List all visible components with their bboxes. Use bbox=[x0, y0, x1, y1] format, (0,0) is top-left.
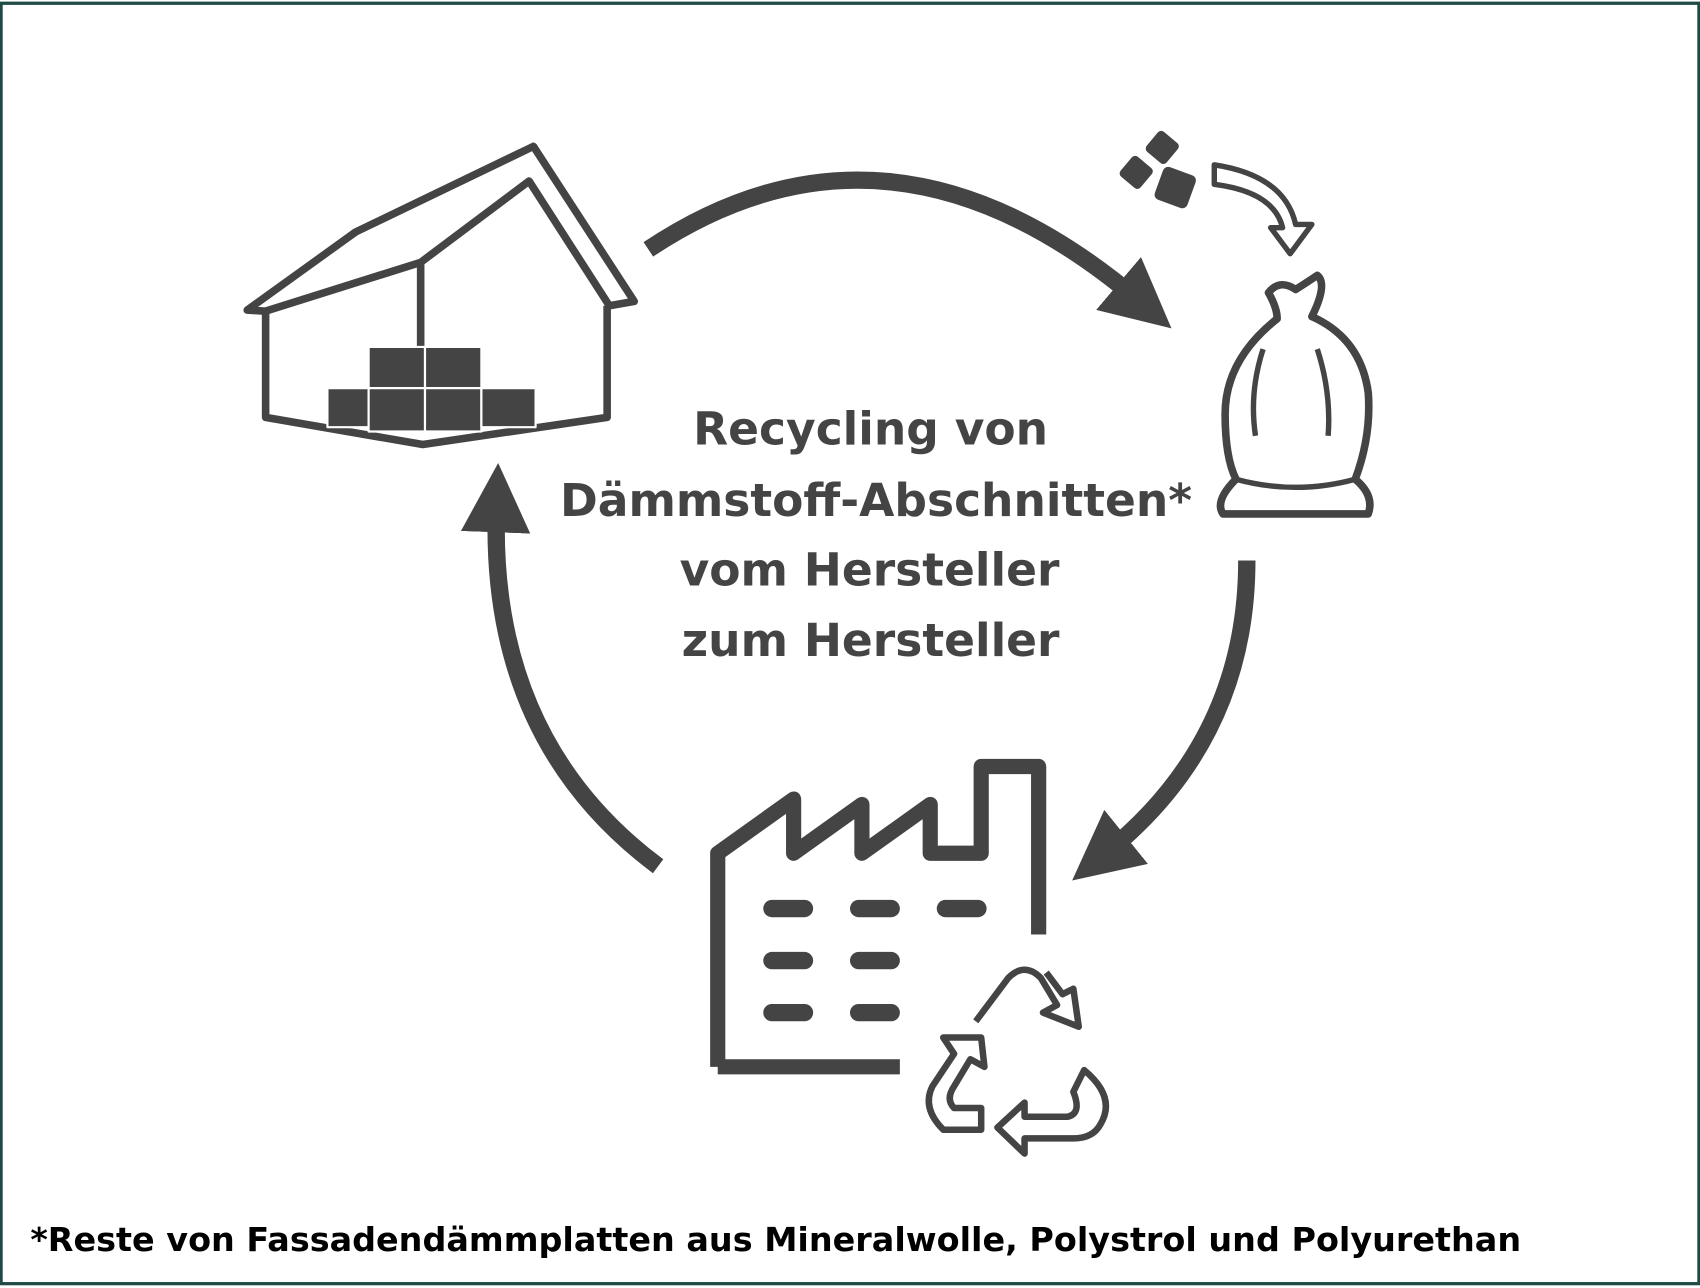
house-icon bbox=[243, 142, 639, 449]
footnote: *Reste von Fassadendämmplatten aus Miner… bbox=[30, 1221, 1521, 1259]
title-line-2: Dämmstoff-Abschnitten* bbox=[560, 474, 1192, 527]
recycle-icon bbox=[925, 966, 1110, 1157]
factory-icon bbox=[710, 758, 1047, 1075]
title-line-3: vom Hersteller bbox=[680, 543, 1060, 596]
arrow-factory-to-house bbox=[460, 462, 664, 874]
arrow-house-to-bag bbox=[643, 171, 1172, 329]
waste-bag-icon bbox=[1119, 130, 1374, 518]
arrow-bag-to-factory bbox=[1072, 560, 1256, 881]
title-line-4: zum Hersteller bbox=[682, 614, 1060, 667]
title-line-1: Recycling von bbox=[693, 403, 1048, 456]
